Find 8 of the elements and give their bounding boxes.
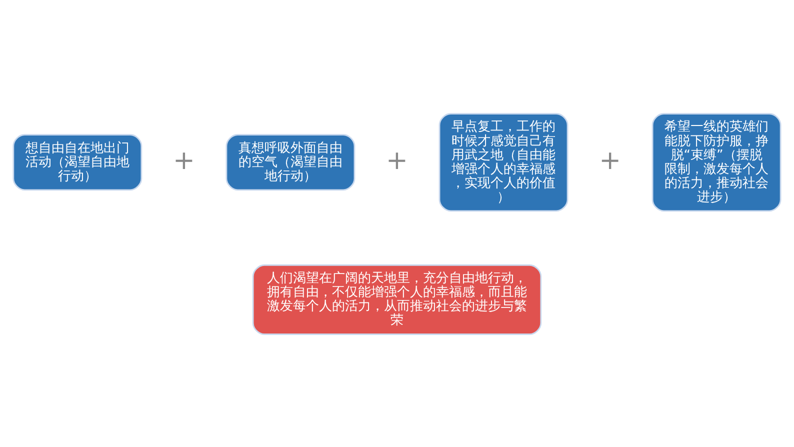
node-box: 早点复工，工作的时候才感觉自己有用武之地（自由能增强个人的幸福感，实现个人的价值） — [438, 112, 568, 212]
label: + — [172, 145, 195, 176]
label: + — [599, 145, 622, 176]
label: + — [386, 145, 408, 176]
node-box: 人们渴望在广阔的天地里，充分自由地行动，拥有自由，不仅能增强个人的幸福感，而且能激发每个人的活力，从而推动社会的进步与繁荣 — [252, 264, 542, 334]
node-box: 希望一线的英雄们能脱下防护服，挣脱“束缚”（摆脱限制，激发每个人的活力，推动社会进步） — [652, 112, 782, 212]
node-box: 想自由自在地出门活动（渴望自由地行动） — [12, 134, 142, 190]
node-box: 真想呼吸外面自由的空气（渴望自由地行动） — [226, 134, 356, 190]
